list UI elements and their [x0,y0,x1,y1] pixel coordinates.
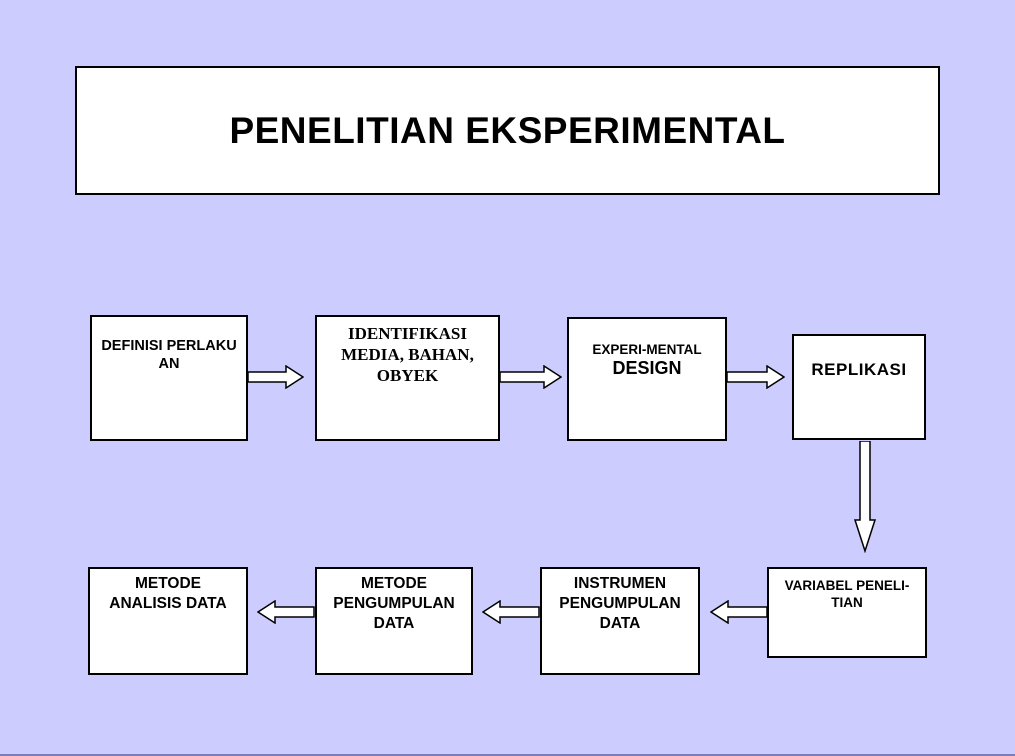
flow-box-label: INSTRUMEN PENGUMPULAN DATA [559,575,681,632]
flow-box-label: DEFINISI PERLAKU AN [101,338,237,372]
arrow-left-icon [710,600,768,624]
flow-box-label: METODE ANALISIS DATA [109,575,227,612]
arrow-left-icon [482,600,540,624]
flow-box-label: IDENTIFIKASI MEDIA, BAHAN, OBYEK [341,324,474,385]
flow-box-variabel-penelitian: VARIABEL PENELI- TIAN [767,567,927,658]
slide-title: PENELITIAN EKSPERIMENTAL [229,109,786,151]
flow-box-instrumen-pengumpulan-data: INSTRUMEN PENGUMPULAN DATA [540,567,700,675]
flow-box-metode-analisis-data: METODE ANALISIS DATA [88,567,248,675]
flow-box-label-line1: EXPERI-MENTAL [592,342,702,357]
arrow-down-icon [853,441,877,553]
flow-box-label: VARIABEL PENELI- TIAN [784,578,910,610]
arrow-left-icon [257,600,315,624]
slide-title-box: PENELITIAN EKSPERIMENTAL [75,66,940,195]
arrow-right-icon [500,365,562,389]
flow-box-label-line2: DESIGN [612,358,682,378]
flow-box-label: METODE PENGUMPULAN DATA [333,575,455,632]
flow-box-label: REPLIKASI [811,360,907,379]
arrow-right-icon [248,365,304,389]
flow-box-replikasi: REPLIKASI [792,334,926,440]
flow-box-experimental-design: EXPERI-MENTAL DESIGN [567,317,727,441]
flow-box-metode-pengumpulan-data: METODE PENGUMPULAN DATA [315,567,473,675]
arrow-right-icon [727,365,785,389]
flow-box-identifikasi-media-bahan-obyek: IDENTIFIKASI MEDIA, BAHAN, OBYEK [315,315,500,441]
slide-bottom-edge [0,754,1015,756]
flow-box-definisi-perlakuan: DEFINISI PERLAKU AN [90,315,248,441]
